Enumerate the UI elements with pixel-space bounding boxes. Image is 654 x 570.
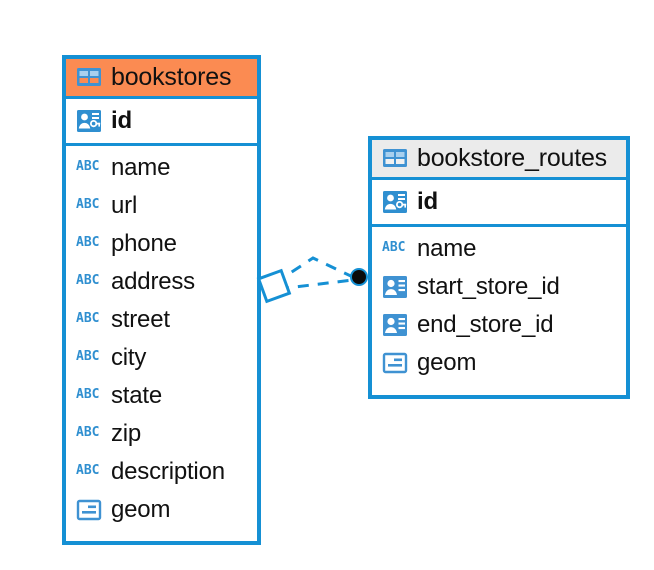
field-label-start-store-id: start_store_id xyxy=(417,273,560,301)
relationship-line-upper xyxy=(274,256,356,285)
geometry-type-icon xyxy=(382,353,408,374)
text-type-icon: ABC xyxy=(382,240,406,256)
text-type-icon: ABC xyxy=(76,159,100,175)
field-row-end-store-id[interactable]: end_store_id xyxy=(372,306,626,344)
field-label-address: address xyxy=(111,268,195,296)
filled-circle-marker[interactable] xyxy=(350,268,368,286)
field-label-end-store-id: end_store_id xyxy=(417,311,554,339)
field-row-description[interactable]: ABC description xyxy=(66,453,257,491)
field-row-url[interactable]: ABC url xyxy=(66,187,257,225)
text-type-icon: ABC xyxy=(76,311,100,327)
primary-key-icon xyxy=(383,191,407,214)
text-type-icon: ABC xyxy=(76,425,100,441)
text-type-icon: ABC xyxy=(76,273,100,289)
diamond-marker[interactable] xyxy=(256,268,292,304)
entity-bookstores-fields: ABC name ABC url ABC phone ABC address A… xyxy=(66,146,257,533)
field-label-name: name xyxy=(111,154,171,182)
entity-bookstore-routes-fields: ABC name start_store_id xyxy=(372,227,626,386)
field-row-name[interactable]: ABC name xyxy=(66,149,257,187)
field-label-state: state xyxy=(111,382,163,410)
field-row-id[interactable]: id xyxy=(372,180,626,224)
field-row-name[interactable]: ABC name xyxy=(372,230,626,268)
field-row-id[interactable]: id xyxy=(66,99,257,143)
primary-key-icon xyxy=(77,110,101,133)
text-type-icon: ABC xyxy=(76,463,100,479)
field-label-street: street xyxy=(111,306,170,334)
text-type-icon: ABC xyxy=(76,387,100,403)
entity-bookstore-routes-pk-section: id xyxy=(372,180,626,228)
table-icon xyxy=(383,149,407,168)
field-label-description: description xyxy=(111,458,225,486)
field-label-id: id xyxy=(417,188,438,216)
field-row-city[interactable]: ABC city xyxy=(66,339,257,377)
entity-bookstores-title: bookstores xyxy=(111,63,232,91)
foreign-key-icon xyxy=(383,314,407,337)
field-label-zip: zip xyxy=(111,420,142,448)
field-row-street[interactable]: ABC street xyxy=(66,301,257,339)
field-row-start-store-id[interactable]: start_store_id xyxy=(372,268,626,306)
entity-bookstores-header[interactable]: bookstores xyxy=(66,59,257,100)
field-label-geom: geom xyxy=(111,496,171,524)
field-row-geom[interactable]: geom xyxy=(372,344,626,382)
field-label-phone: phone xyxy=(111,230,177,258)
field-row-geom[interactable]: geom xyxy=(66,491,257,529)
entity-bookstores[interactable]: bookstores id ABC name xyxy=(62,55,261,545)
field-label-name: name xyxy=(417,235,477,263)
foreign-key-icon xyxy=(383,276,407,299)
field-label-geom: geom xyxy=(417,349,477,377)
geometry-type-icon xyxy=(76,500,102,521)
field-row-phone[interactable]: ABC phone xyxy=(66,225,257,263)
entity-bookstore-routes[interactable]: bookstore_routes id ABC na xyxy=(368,136,630,399)
field-row-state[interactable]: ABC state xyxy=(66,377,257,415)
field-label-city: city xyxy=(111,344,147,372)
field-label-url: url xyxy=(111,192,138,220)
field-row-zip[interactable]: ABC zip xyxy=(66,415,257,453)
field-row-address[interactable]: ABC address xyxy=(66,263,257,301)
relationship-line-lower xyxy=(277,278,354,291)
entity-bookstore-routes-header[interactable]: bookstore_routes xyxy=(372,140,626,181)
text-type-icon: ABC xyxy=(76,197,100,213)
text-type-icon: ABC xyxy=(76,235,100,251)
text-type-icon: ABC xyxy=(76,349,100,365)
field-label-id: id xyxy=(111,107,132,135)
entity-bookstores-pk-section: id xyxy=(66,99,257,147)
entity-bookstore-routes-title: bookstore_routes xyxy=(417,144,607,172)
table-icon xyxy=(77,68,101,87)
